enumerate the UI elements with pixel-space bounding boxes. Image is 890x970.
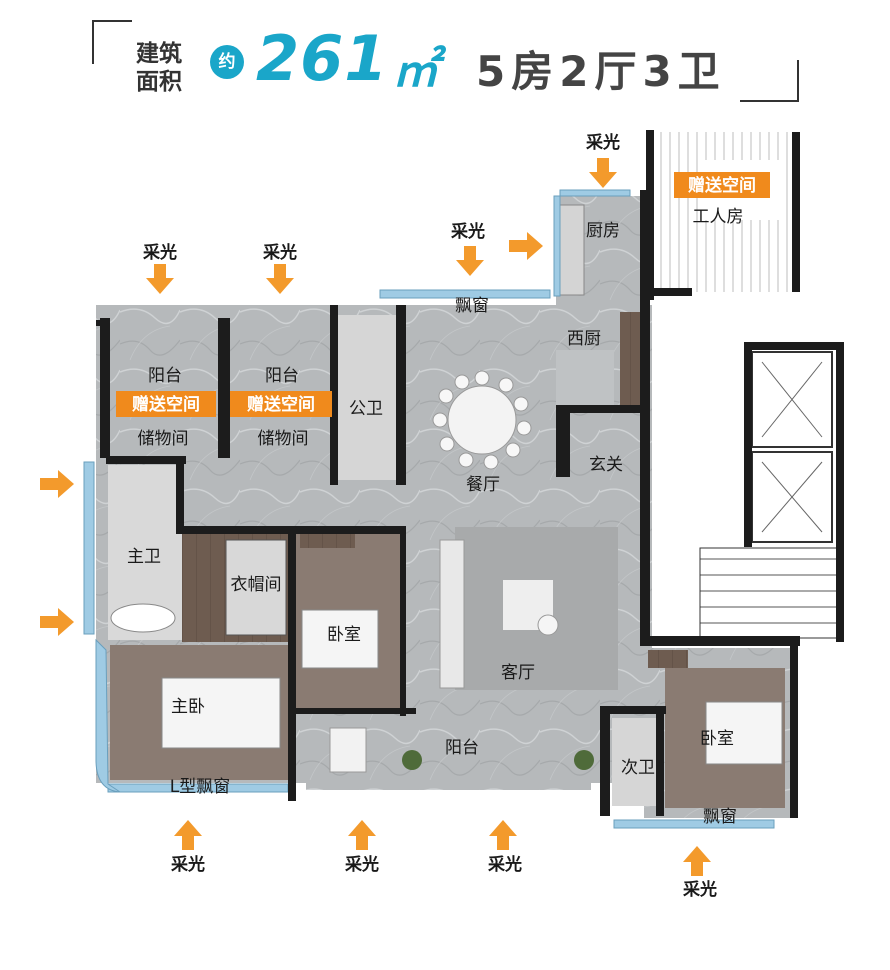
label-light-2: 采光 <box>262 242 297 263</box>
area-label-line1: 建筑 <box>136 41 182 67</box>
light-arrow-kitchen-top <box>589 158 617 188</box>
label-dining: 餐厅 <box>466 475 500 495</box>
gift-badge-2-text: 赠送空间 <box>247 394 315 415</box>
approx-badge: 约 <box>210 45 244 79</box>
area-label-line2: 面积 <box>136 69 182 95</box>
gift-badge-1-bg <box>116 391 216 417</box>
label-bay-window-top: 飘窗 <box>455 296 489 316</box>
light-arrow-top-left <box>146 264 174 294</box>
bed-master <box>161 677 281 749</box>
second-bath-floor <box>612 718 664 806</box>
label-living: 客厅 <box>501 663 535 683</box>
light-arrow-kitchen-side <box>509 232 543 260</box>
light-arrow-bottom-1 <box>174 820 202 850</box>
light-arrow-west-1 <box>40 470 74 498</box>
label-light-4: 采光 <box>585 132 620 153</box>
label-master-bath: 主卫 <box>127 547 161 567</box>
label-worker-room: 工人房 <box>693 207 744 227</box>
light-arrow-top-dining <box>456 246 484 276</box>
plant-left <box>402 750 422 770</box>
label-light-3: 采光 <box>450 221 485 242</box>
walls <box>96 130 844 818</box>
label-bedroom-3: 卧室 <box>700 729 734 749</box>
label-balcony-south: 阳台 <box>445 738 479 758</box>
label-kitchen: 厨房 <box>586 221 620 241</box>
label-storage-mid: 储物间 <box>258 429 309 449</box>
approx-text: 约 <box>218 52 236 72</box>
dining-table <box>447 385 517 455</box>
label-bedroom-2: 卧室 <box>327 625 361 645</box>
label-light-7: 采光 <box>487 854 522 875</box>
light-arrow-bottom-3 <box>489 820 517 850</box>
label-bay-window-bottom: 飘窗 <box>703 807 737 827</box>
living-sofa <box>439 539 465 689</box>
label-light-6: 采光 <box>344 854 379 875</box>
living-side-table <box>537 614 559 636</box>
west-kitchen-island <box>556 350 614 410</box>
label-public-bath: 公卫 <box>349 399 383 419</box>
label-master-bedroom: 主卧 <box>171 697 205 717</box>
public-bath-floor <box>338 315 396 480</box>
area-unit: ㎡ <box>392 43 438 97</box>
layout-summary: 5房2厅3卫 <box>476 47 726 96</box>
elevator-2 <box>751 451 833 543</box>
light-arrow-bottom-2 <box>348 820 376 850</box>
area-number: 261 <box>256 22 389 95</box>
label-light-1: 采光 <box>142 242 177 263</box>
label-balcony-left: 阳台 <box>148 366 182 386</box>
bed-bedroom2 <box>301 609 379 669</box>
light-arrow-bottom-4 <box>683 846 711 876</box>
bed-bedroom3 <box>705 701 783 765</box>
balcony-seat <box>329 727 367 773</box>
gift-badge-3-bg <box>674 172 770 198</box>
dining-chairs <box>432 370 532 470</box>
light-arrow-top-mid <box>266 264 294 294</box>
label-light-5: 采光 <box>170 854 205 875</box>
wood-cabinet-bedroom3 <box>648 650 688 668</box>
stairs <box>699 547 839 639</box>
header-bracket-left-top <box>92 20 132 22</box>
bathtub <box>110 603 176 633</box>
cloakroom-cabinet <box>225 539 287 636</box>
gift-badge-3-text: 赠送空间 <box>688 175 756 196</box>
label-light-8: 采光 <box>682 879 717 900</box>
light-arrow-west-2 <box>40 608 74 636</box>
gift-badge-2-bg <box>230 391 332 417</box>
label-western-kitchen: 西厨 <box>567 329 601 349</box>
label-storage-left: 储物间 <box>138 429 189 449</box>
header-bracket-left <box>92 20 94 64</box>
gift-badge-1-text: 赠送空间 <box>132 394 200 415</box>
label-second-bath: 次卫 <box>621 758 655 778</box>
wood-cabinet-west <box>620 312 642 407</box>
windows <box>83 189 775 829</box>
kitchen-counter <box>559 204 585 296</box>
plant-right <box>574 750 594 770</box>
label-l-bay-window: L型飘窗 <box>170 777 230 797</box>
header-bracket-right-bottom <box>740 100 799 102</box>
label-balcony-mid: 阳台 <box>265 366 299 386</box>
wood-cabinet-bedroom2 <box>300 532 355 548</box>
label-cloakroom: 衣帽间 <box>231 575 282 595</box>
label-foyer: 玄关 <box>589 455 623 475</box>
header-bracket-right <box>797 60 799 102</box>
